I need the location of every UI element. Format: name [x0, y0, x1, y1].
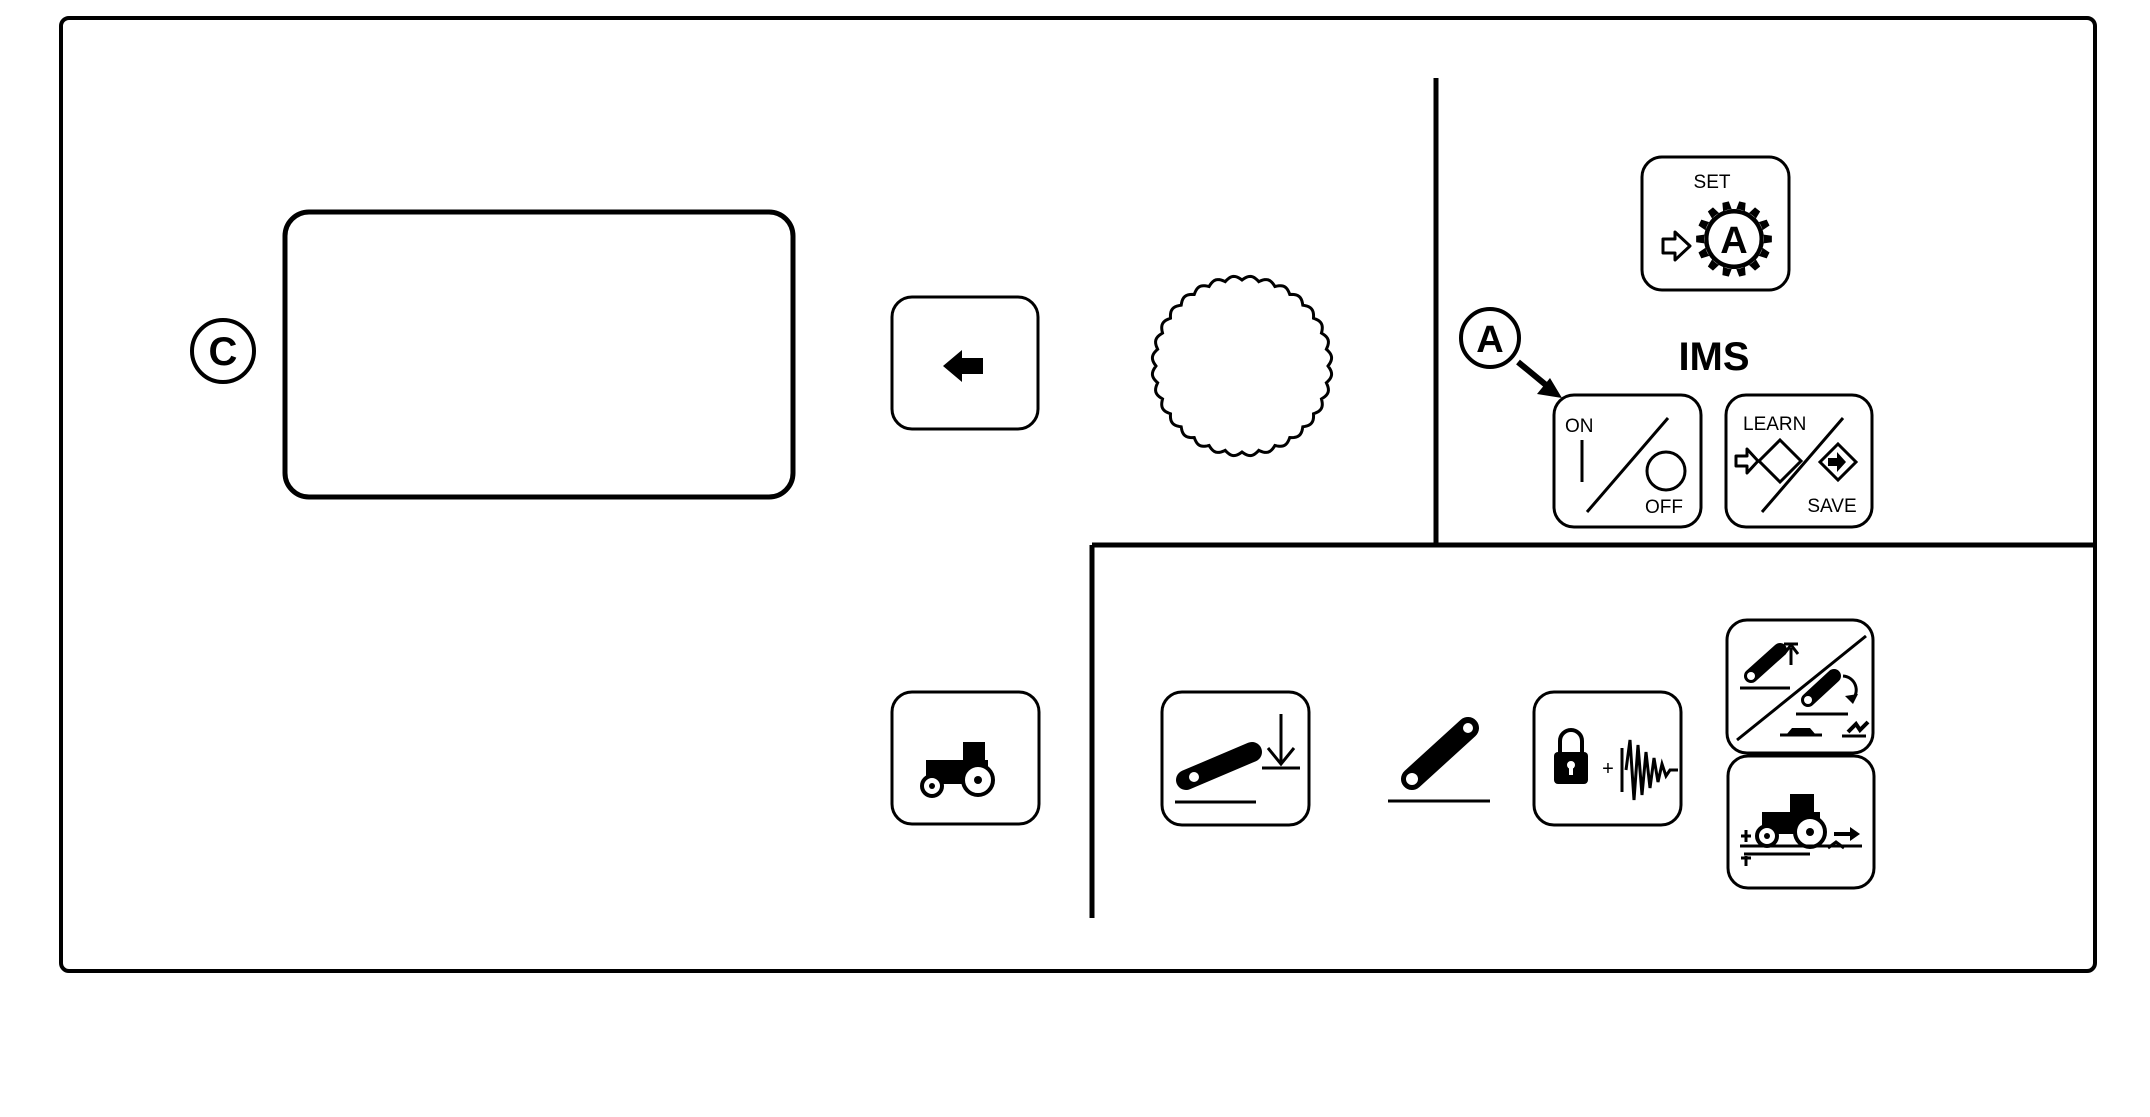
display-screen — [282, 209, 796, 500]
ims-learn-save-button[interactable]: LEARN SAVE — [1724, 393, 1874, 529]
plus-sign: + — [1602, 758, 1614, 780]
hitch-lower-button[interactable] — [1160, 690, 1311, 827]
set-gear-icon: A — [1696, 201, 1772, 277]
learn-save-slash — [1760, 417, 1845, 513]
lock-damping-button[interactable]: + — [1532, 690, 1683, 827]
learn-label: LEARN — [1743, 414, 1806, 435]
ims-on-off-button[interactable]: ON OFF — [1552, 393, 1703, 529]
lock-icon — [1554, 728, 1588, 784]
set-gear-letter: A — [1720, 220, 1747, 262]
save-icon — [1817, 441, 1859, 483]
tractor-drive-icon — [1740, 794, 1862, 866]
toggle-slash — [1585, 417, 1670, 513]
set-label: SET — [1694, 172, 1731, 193]
callout-a: A — [1459, 307, 1562, 398]
tractor-icon — [920, 742, 995, 798]
hitch-raise-button[interactable] — [1725, 618, 1875, 755]
hitch-raise-icon — [1736, 634, 1870, 742]
on-label: ON — [1565, 416, 1594, 437]
learn-icon — [1734, 437, 1804, 485]
hitch-arm-indicator — [1388, 717, 1490, 803]
back-button[interactable] — [890, 295, 1040, 431]
set-input-arrow-icon — [1661, 230, 1692, 262]
save-label: SAVE — [1807, 496, 1856, 517]
back-arrow-icon — [943, 350, 983, 382]
rotary-dial[interactable] — [1150, 274, 1334, 458]
panel-frame — [59, 16, 2097, 973]
tractor-button[interactable] — [890, 690, 1041, 826]
callout-c-label: C — [209, 330, 238, 374]
hitch-lower-icon — [1175, 714, 1300, 804]
ims-set-button[interactable]: SET A — [1640, 155, 1791, 292]
ims-title: IMS — [1678, 335, 1749, 379]
callout-a-label: A — [1476, 319, 1503, 361]
callout-c: C — [190, 318, 256, 384]
damping-icon — [1620, 739, 1678, 801]
off-label: OFF — [1645, 497, 1683, 518]
off-symbol-icon — [1645, 450, 1687, 492]
hitch-arm-icon — [1388, 717, 1490, 803]
tractor-drive-button[interactable] — [1726, 754, 1876, 890]
